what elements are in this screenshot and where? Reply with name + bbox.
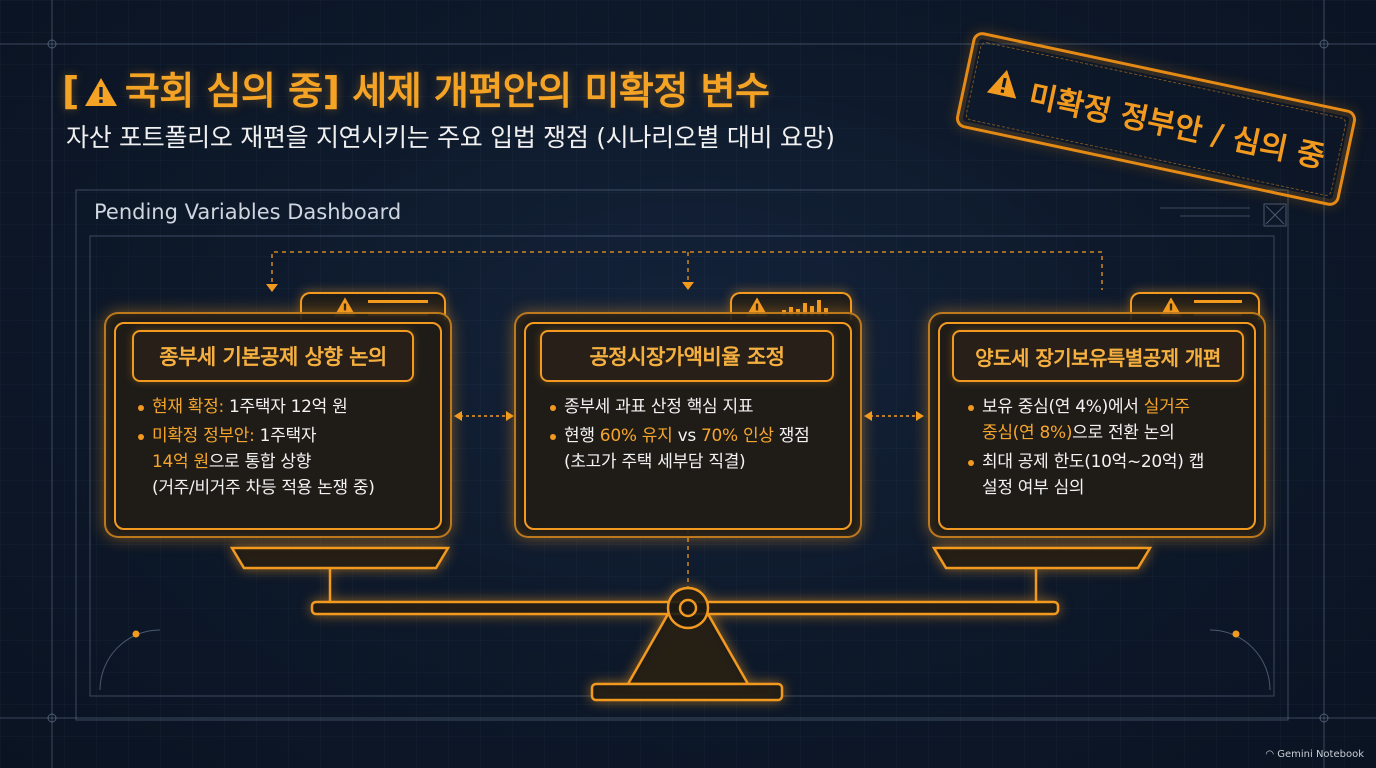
card-capital-gains: 양도세 장기보유특별공제 개편 보유 중심(연 4%)에서 실거주 중심(연 8… <box>928 312 1266 538</box>
list-item: 설정 여부 심의 <box>982 478 1085 498</box>
list-item: (거주/비거주 차등 적용 논쟁 중) <box>152 478 375 498</box>
card-bullets: 현재 확정: 1주택자 12억 원 미확정 정부안: 1주택자 14억 원으로 … <box>136 394 436 504</box>
list-item: 현행 60% 유지 vs 70% 인상 쟁점 <box>548 423 848 449</box>
footer-brand: ◠ Gemini Notebook <box>1265 749 1364 760</box>
page-title: [ 국회 심의 중] 세제 개편안의 미확정 변수 <box>62 60 770 117</box>
warning-icon <box>983 65 1024 109</box>
card-bullets: 보유 중심(연 4%)에서 실거주 중심(연 8%)으로 전환 논의 최대 공제… <box>966 394 1252 504</box>
list-item: 보유 중심(연 4%)에서 실거주 <box>966 394 1252 420</box>
card-bullets: 종부세 과표 산정 핵심 지표 현행 60% 유지 vs 70% 인상 쟁점 (… <box>548 394 848 478</box>
list-item: 미확정 정부안: 1주택자 <box>136 423 436 449</box>
card-fair-market-ratio: 공정시장가액비율 조정 종부세 과표 산정 핵심 지표 현행 60% 유지 vs… <box>514 312 862 538</box>
list-item: (초고가 주택 세부담 직결) <box>564 452 746 472</box>
title-text: 국회 심의 중] 세제 개편안의 미확정 변수 <box>124 69 770 113</box>
dashboard-label: Pending Variables Dashboard <box>94 200 402 224</box>
list-item: 최대 공제 한도(10억~20억) 캡 <box>966 449 1252 475</box>
list-item: 현재 확정: 1주택자 12억 원 <box>136 394 436 420</box>
gemini-icon: ◠ <box>1265 749 1278 760</box>
card-title: 공정시장가액비율 조정 <box>540 330 834 382</box>
status-stamp: 미확정 정부안 / 심의 중 <box>954 30 1358 208</box>
card-jongbuse: 종부세 기본공제 상향 논의 현재 확정: 1주택자 12억 원 미확정 정부안… <box>104 312 452 538</box>
card-title: 종부세 기본공제 상향 논의 <box>132 330 414 382</box>
title-prefix: [ <box>62 69 79 113</box>
card-title: 양도세 장기보유특별공제 개편 <box>952 330 1244 382</box>
page-subtitle: 자산 포트폴리오 재편을 지연시키는 주요 입법 쟁점 (시나리오별 대비 요망… <box>66 123 835 152</box>
warning-icon <box>83 73 119 117</box>
list-item: 중심(연 8%)으로 전환 논의 <box>982 423 1175 443</box>
list-item: 14억 원으로 통합 상향 <box>152 452 312 472</box>
list-item: 종부세 과표 산정 핵심 지표 <box>548 394 848 420</box>
